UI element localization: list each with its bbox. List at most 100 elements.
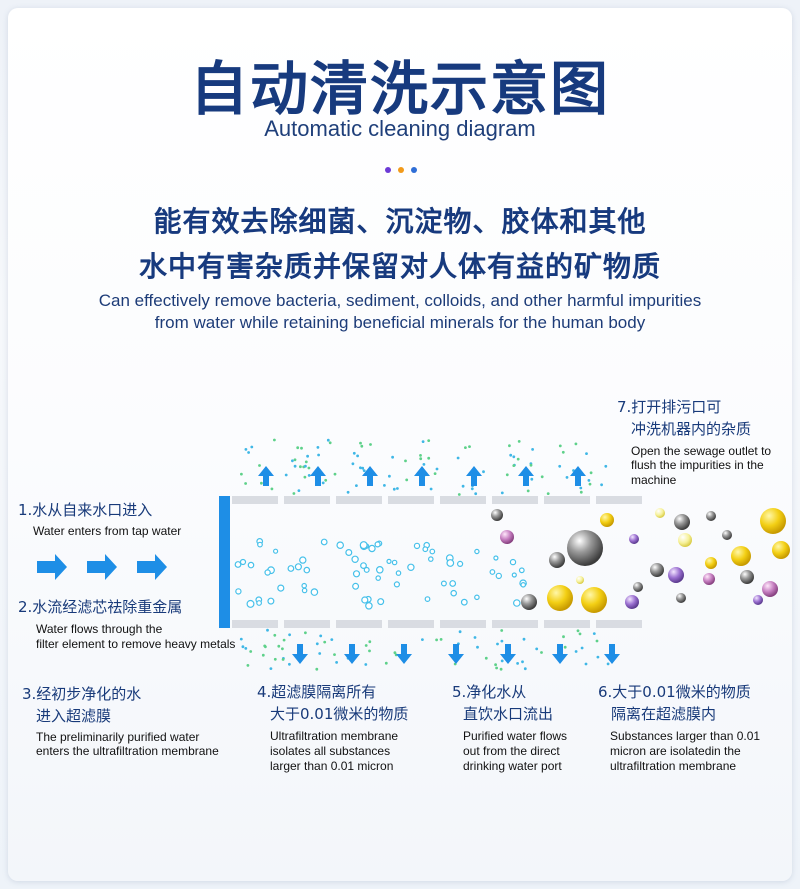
impurity-sphere	[549, 552, 565, 568]
water-particle	[512, 599, 521, 607]
accent-dot	[411, 167, 417, 173]
water-particle	[422, 546, 429, 553]
step6-description-line2: micron are isolatedin the	[610, 744, 741, 758]
filtered-water-dot	[529, 463, 533, 467]
filtered-water-dot	[306, 454, 309, 458]
filtered-water-dot	[288, 662, 291, 666]
filtered-water-dot	[281, 658, 285, 661]
water-particle	[303, 566, 311, 574]
water-particle	[391, 559, 398, 566]
water-particle	[294, 563, 302, 571]
membrane-segment	[544, 496, 590, 504]
filtered-water-dot	[422, 463, 426, 466]
filtered-water-dot	[589, 471, 593, 475]
membrane-segment	[232, 620, 278, 628]
water-particle	[345, 548, 353, 556]
water-particle	[264, 569, 271, 576]
filtered-water-dot	[522, 637, 526, 641]
step3-label-line2: 进入超滤膜	[36, 707, 112, 725]
filtered-water-dot	[396, 487, 399, 490]
water-particle	[518, 567, 525, 574]
filtered-water-dot	[456, 456, 460, 460]
filtered-water-dot	[384, 661, 388, 665]
filtered-water-dot	[261, 653, 265, 657]
water-particle	[352, 570, 361, 578]
step3-description-line2: enters the ultrafiltration membrane	[36, 744, 219, 758]
filtered-water-dot	[574, 650, 578, 653]
step5-description-line3: drinking water port	[463, 759, 562, 773]
membrane-segment	[440, 496, 486, 504]
filtered-water-dot	[461, 484, 465, 488]
membrane-segment	[596, 620, 642, 628]
impurity-sphere	[760, 508, 786, 534]
filtered-water-dot	[355, 484, 358, 487]
filtered-water-dot	[351, 462, 355, 466]
water-particle	[424, 596, 431, 602]
step6-description-line3: ultrafiltration membrane	[610, 759, 737, 773]
subtitle-en-line2: from water while retaining beneficial mi…	[154, 313, 646, 332]
filtered-water-dot	[464, 446, 467, 449]
filtered-water-dot	[484, 656, 488, 660]
filtered-water-dot	[496, 642, 499, 646]
up-arrow-icon	[414, 466, 430, 486]
filtered-water-dot	[244, 448, 248, 451]
impurity-sphere	[567, 530, 603, 566]
filtered-water-dot	[468, 445, 471, 448]
filtered-water-dot	[293, 464, 297, 468]
subtitle-cn-line1: 能有效去除细菌、沉淀物、胶体和其他	[153, 205, 647, 238]
step6-description-line1: Substances larger than 0.01	[610, 729, 761, 743]
water-particle	[374, 541, 381, 548]
down-arrow-icon	[292, 644, 620, 664]
filtered-water-dot	[266, 628, 269, 632]
membrane-segment	[284, 620, 330, 628]
impurity-sphere	[722, 530, 732, 540]
impurity-sphere	[581, 587, 607, 613]
filtered-water-dot	[364, 644, 368, 647]
filtered-water-dot	[576, 629, 580, 633]
water-particle	[299, 556, 307, 564]
water-particle	[257, 541, 263, 548]
filtered-water-dot	[264, 645, 267, 649]
filtered-water-dot	[324, 478, 328, 482]
accent-dot	[398, 167, 404, 173]
membrane-segment	[336, 620, 382, 628]
filtered-water-dot	[512, 455, 516, 459]
filtered-water-dot	[307, 474, 311, 477]
impurity-sphere	[655, 508, 665, 518]
filtered-water-dot	[435, 467, 439, 471]
filtered-water-dot	[300, 446, 303, 450]
filtered-water-dot	[346, 490, 350, 494]
filtered-water-dot	[333, 472, 337, 476]
water-particle	[310, 588, 319, 596]
filtered-water-dot	[433, 472, 437, 475]
filtered-water-dot	[316, 446, 320, 449]
step6-label-line2: 隔离在超滤膜内	[611, 705, 717, 723]
water-particle	[429, 548, 436, 555]
step7-description-line2: flush the impurities in the	[631, 458, 764, 472]
filtered-water-dot	[239, 637, 243, 641]
filtered-water-dot	[500, 659, 504, 663]
impurity-sphere	[600, 513, 614, 527]
filtered-water-dot	[282, 638, 286, 642]
step2-label: 2.水流经滤芯祛除重金属	[18, 598, 183, 616]
water-particle	[320, 538, 328, 546]
filtered-water-dot	[297, 489, 301, 492]
water-particle	[351, 555, 359, 564]
filtered-water-dot	[352, 451, 356, 455]
step1-label: 1.水从自来水口进入	[18, 501, 153, 519]
membrane-segment	[336, 496, 382, 504]
filtered-water-dot	[317, 453, 320, 457]
filtered-water-dot	[404, 459, 407, 463]
filtered-water-dot	[393, 651, 397, 655]
water-particle	[474, 548, 480, 555]
step3-label-line1: 3.经初步净化的水	[22, 685, 142, 703]
filtered-water-dot	[604, 464, 608, 468]
up-arrow-icon	[258, 466, 274, 486]
membrane-segment	[544, 620, 590, 628]
filtered-water-dot	[505, 473, 509, 477]
filtered-water-dot	[361, 466, 365, 470]
filtered-water-dot	[473, 636, 477, 639]
filtered-water-dot	[584, 662, 588, 666]
impurity-sphere	[547, 585, 573, 611]
membrane-segment	[440, 620, 486, 628]
